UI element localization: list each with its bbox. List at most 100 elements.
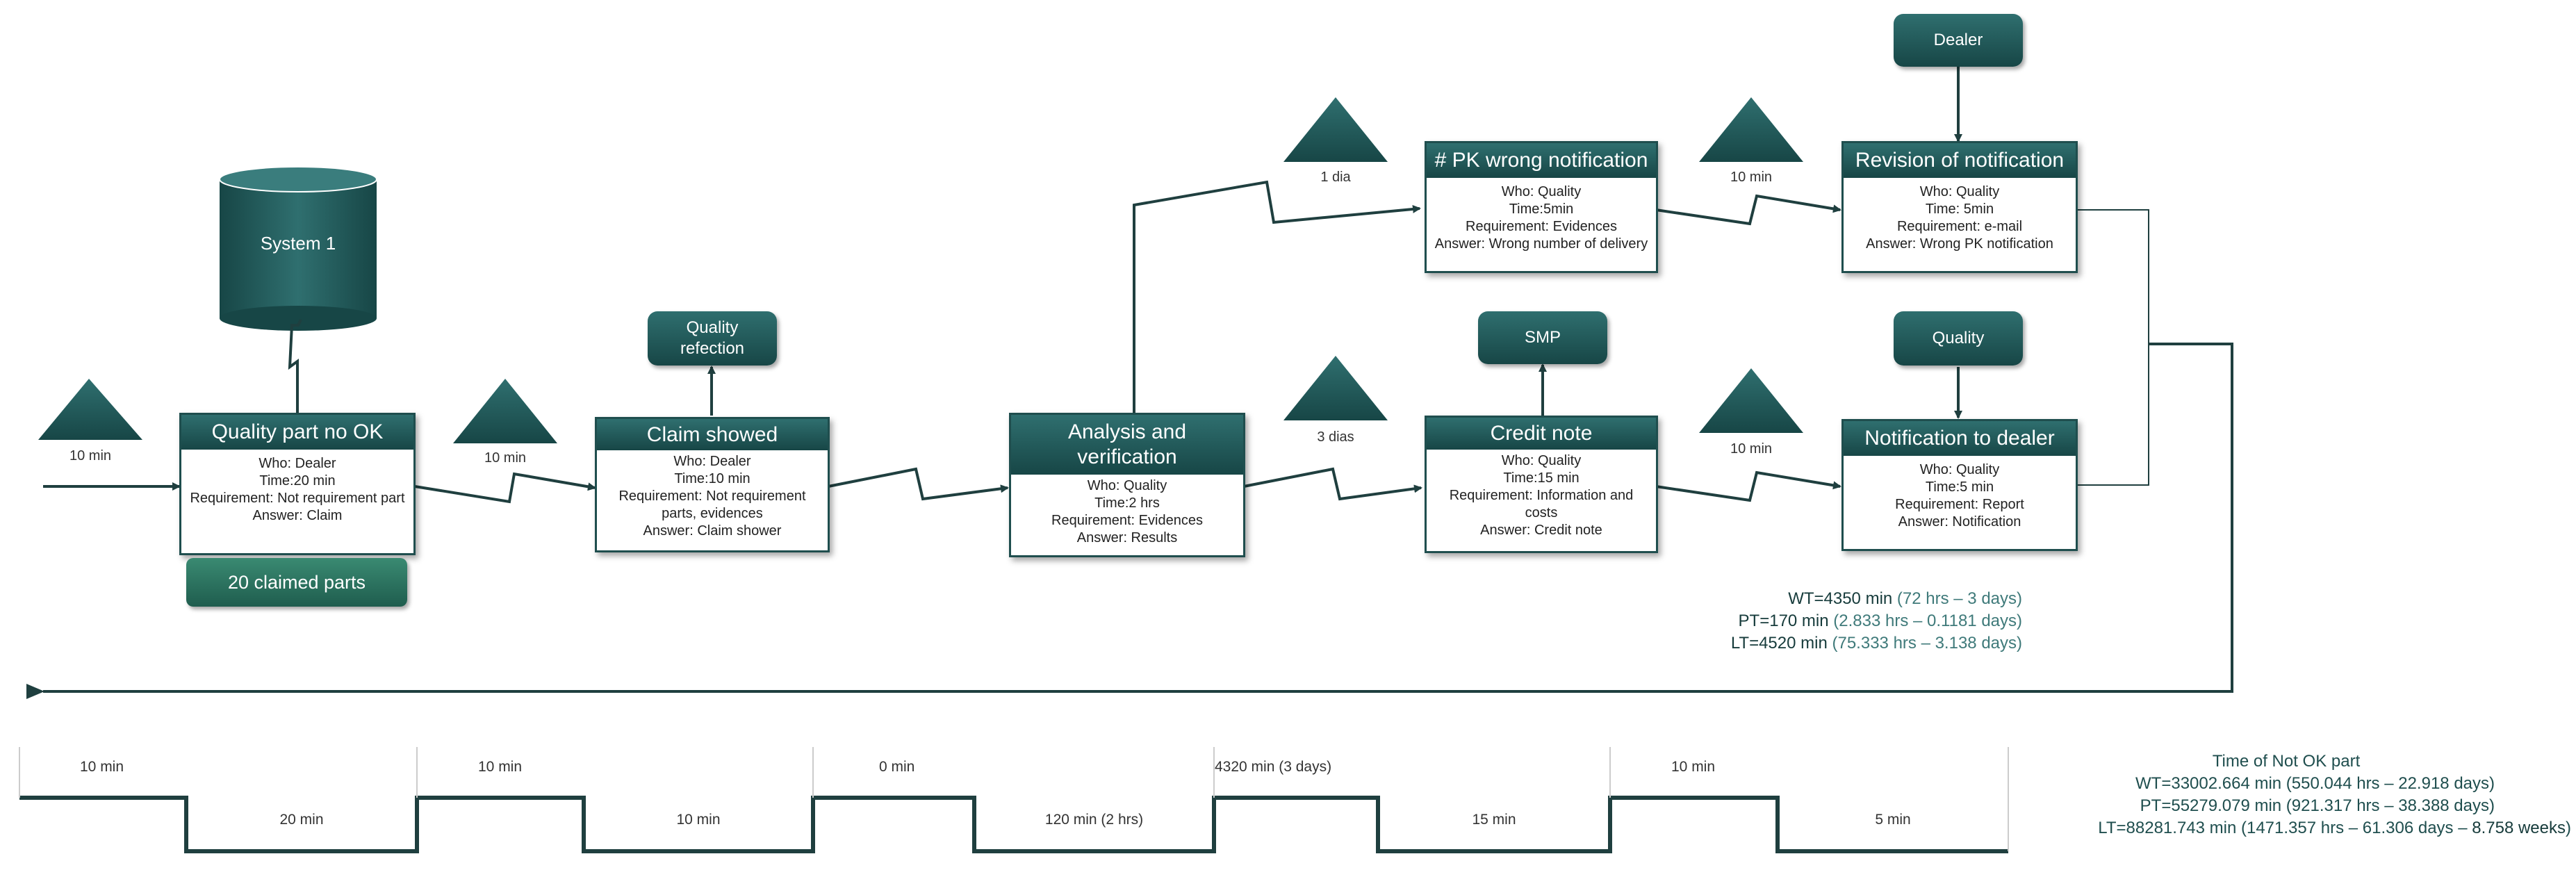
process-details: Who: Quality Time:5min Requirement: Evid…	[1427, 178, 1656, 253]
process-line: Answer: Results	[1076, 530, 1178, 545]
process-line: Who: Quality	[1501, 453, 1582, 468]
process-details: Who: Quality Time:5 min Requirement: Rep…	[1844, 456, 2076, 531]
summary-pt: PT=170 min (2.833 hrs – 0.1181 days)	[1605, 612, 2022, 631]
process-line: Answer: Wrong PK notification	[1866, 236, 2053, 252]
process-details: Who: Dealer Time:20 min Requirement: Not…	[181, 450, 413, 525]
merge-line-top	[2076, 209, 2149, 344]
quality-pill: Quality	[1894, 311, 2023, 366]
inventory-time-1: 10 min	[69, 448, 112, 463]
inventory-triangle-6	[1699, 368, 1803, 433]
inventory-triangle-1	[38, 379, 142, 440]
process-line: Answer: Notification	[1898, 514, 2021, 530]
process-line: costs	[1525, 505, 1558, 520]
pill-label: Quality refection	[680, 318, 745, 358]
flow-arrow-pk-revision	[1655, 194, 1841, 226]
process-line: Answer: Wrong number of delivery	[1434, 236, 1648, 252]
process-line: Requirement: Evidences	[1466, 219, 1617, 234]
not-ok-wt: WT=33002.664 min (550.044 hrs – 22.918 d…	[2135, 774, 2495, 793]
zigzag-system-link	[288, 319, 302, 413]
inventory-triangle-3	[1283, 97, 1388, 162]
process-line: Requirement: Information and	[1449, 488, 1634, 503]
process-line: Time:10 min	[674, 471, 750, 486]
timeline-line	[19, 796, 2008, 853]
timeline-process-5: 5 min	[1875, 812, 1911, 828]
inventory-time-6: 10 min	[1730, 441, 1773, 457]
process-line: Answer: Claim	[252, 508, 343, 523]
not-ok-title: Time of Not OK part	[2212, 752, 2361, 771]
process-line: Time: 5min	[1925, 202, 1994, 217]
inventory-triangle-2	[453, 379, 557, 443]
quality-refection-pill: Quality refection	[648, 311, 777, 366]
summary-lt-detail: (75.333 hrs – 3.138 days)	[1827, 634, 2022, 652]
process-line: Answer: Credit note	[1480, 523, 1602, 538]
process-title: Revision of notification	[1844, 143, 2076, 178]
summary-lt: LT=4520 min (75.333 hrs – 3.138 days)	[1605, 634, 2022, 653]
inventory-triangle-5	[1699, 97, 1803, 162]
summary-pt-detail: (2.833 hrs – 0.1181 days)	[1828, 612, 2022, 630]
process-title: Notification to dealer	[1844, 421, 2076, 456]
process-line: Time:5 min	[1925, 479, 1994, 495]
merge-line-bottom	[2076, 344, 2149, 486]
process-box-pk-wrong[interactable]: # PK wrong notification Who: Quality Tim…	[1425, 141, 1658, 273]
process-line: Requirement: Report	[1895, 497, 2024, 512]
process-line: Time:20 min	[259, 473, 336, 489]
process-box-claim-showed[interactable]: Claim showed Who: Dealer Time:10 min Req…	[595, 417, 830, 552]
process-line: parts, evidences	[662, 506, 763, 521]
database-icon	[219, 166, 377, 331]
summary-wt: WT=4350 min (72 hrs – 3 days)	[1605, 589, 2022, 609]
process-line: Requirement: Not requirement part	[190, 491, 405, 506]
process-title: # PK wrong notification	[1427, 143, 1656, 178]
process-line: Requirement: Evidences	[1051, 513, 1203, 528]
flow-arrow-1	[414, 472, 596, 504]
process-details: Who: Quality Time: 5min Requirement: e-m…	[1844, 178, 2076, 253]
not-ok-pt: PT=55279.079 min (921.317 hrs – 38.388 d…	[2140, 796, 2495, 815]
not-ok-lt-main: LT=88281.743 min (1471.357 hrs – 61.306 …	[2098, 819, 2472, 837]
summary-wt-detail: (72 hrs – 3 days)	[1892, 589, 2022, 608]
process-line: Who: Quality	[1919, 462, 2000, 477]
process-line: Time:5min	[1509, 202, 1574, 217]
timeline-wait-3: 0 min	[879, 759, 915, 775]
process-box-credit-note[interactable]: Credit note Who: Quality Time:15 min Req…	[1425, 416, 1658, 553]
process-details: Who: Quality Time:2 hrs Requirement: Evi…	[1011, 475, 1243, 547]
smp-pill: SMP	[1478, 311, 1607, 364]
process-line: Who: Quality	[1501, 184, 1582, 199]
return-arrow	[26, 343, 2233, 699]
flow-arrow-credit-notification	[1655, 470, 1841, 502]
process-details: Who: Quality Time:15 min Requirement: In…	[1427, 450, 1656, 539]
process-box-quality-part[interactable]: Quality part no OK Who: Dealer Time:20 m…	[179, 413, 416, 555]
inventory-triangle-4	[1283, 356, 1388, 420]
timeline-process-1: 20 min	[279, 812, 324, 828]
inventory-time-3: 1 dia	[1320, 170, 1351, 185]
process-line: Who: Quality	[1919, 184, 2000, 199]
system-label: System 1	[260, 233, 336, 254]
not-ok-lt-end: )	[2566, 819, 2571, 837]
not-ok-lt-weeks: 8.758 weeks	[2472, 819, 2566, 837]
process-title: Analysis and verification	[1011, 415, 1243, 475]
process-line: Who: Dealer	[259, 456, 336, 471]
summary-wt-main: WT=4350 min	[1788, 589, 1893, 608]
process-line: Who: Dealer	[673, 454, 751, 469]
process-box-notification[interactable]: Notification to dealer Who: Quality Time…	[1841, 419, 2078, 551]
timeline-process-3: 120 min (2 hrs)	[1044, 812, 1144, 828]
process-line: Time:2 hrs	[1094, 495, 1160, 511]
inventory-time-2: 10 min	[484, 450, 527, 466]
timeline-wait-5: 10 min	[1671, 759, 1716, 775]
process-line: Answer: Claim shower	[643, 523, 782, 539]
process-line: Requirement: Not requirement	[618, 489, 806, 504]
flow-arrow-up	[1133, 180, 1421, 413]
process-title: Quality part no OK	[181, 415, 413, 450]
process-line: Who: Quality	[1087, 478, 1167, 493]
timeline-wait-2: 10 min	[478, 759, 523, 775]
inventory-time-4: 3 dias	[1317, 429, 1354, 445]
timeline-process-4: 15 min	[1472, 812, 1516, 828]
process-line: Requirement: e-mail	[1896, 219, 2023, 234]
summary-pt-main: PT=170 min	[1738, 612, 1829, 630]
timeline-process-2: 10 min	[676, 812, 721, 828]
process-box-revision[interactable]: Revision of notification Who: Quality Ti…	[1841, 141, 2078, 273]
claimed-parts-badge: 20 claimed parts	[186, 558, 407, 607]
process-title: Credit note	[1427, 418, 1656, 450]
inventory-time-5: 10 min	[1730, 170, 1773, 185]
process-box-analysis[interactable]: Analysis and verification Who: Quality T…	[1009, 413, 1245, 557]
summary-lt-main: LT=4520 min	[1730, 634, 1828, 652]
